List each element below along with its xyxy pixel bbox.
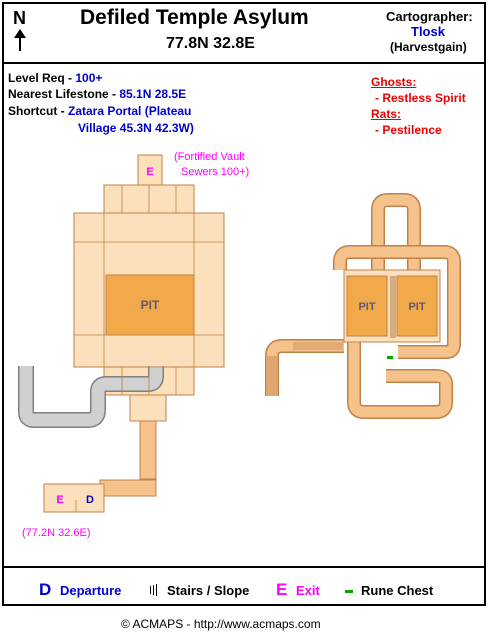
- compass-letter: N: [13, 8, 26, 28]
- rats-item: - Pestilence: [375, 123, 442, 137]
- west-corridor: [265, 339, 344, 396]
- entry-corridor: [99, 479, 157, 497]
- dungeon-map: PIT PIT PIT E E D: [18, 154, 461, 513]
- exit-note-line1: (Fortified Vault: [174, 151, 245, 163]
- level-req-value: 100+: [75, 71, 103, 85]
- rune-chest-icon: [387, 356, 393, 359]
- legend-stairs-icon: [150, 584, 157, 596]
- exit-marker: E: [146, 166, 153, 178]
- shortcut-value-2: Village 45.3N 42.3W): [78, 121, 194, 135]
- legend-stairs-label: Stairs / Slope: [167, 583, 250, 598]
- legend-chest-label: Rune Chest: [361, 583, 434, 598]
- rats-label: Rats:: [371, 107, 402, 121]
- level-req: Level Req - 100+: [8, 71, 103, 85]
- entrance-coords: (77.2N 32.6E): [22, 527, 91, 539]
- exit-room: [137, 154, 163, 186]
- map-coords: 77.8N 32.8E: [166, 35, 255, 52]
- ghosts-label: Ghosts:: [371, 75, 417, 89]
- footer-credit: © ACMAPS - http://www.acmaps.com: [121, 617, 321, 631]
- south-stem: [129, 394, 167, 422]
- header-divider: [2, 62, 486, 64]
- stairs-icon: [390, 276, 396, 338]
- cartographer-label: Cartographer:: [386, 9, 473, 24]
- north-arrow-icon: [14, 29, 26, 51]
- legend-exit-label: Exit: [296, 583, 320, 598]
- pit-right-b: [396, 275, 438, 337]
- legend-exit-icon: E: [276, 580, 288, 599]
- shortcut-value-1: Zatara Portal (Plateau: [68, 104, 192, 118]
- south-corridor: [139, 420, 157, 480]
- map-title: Defiled Temple Asylum: [80, 6, 309, 29]
- pit-left: [105, 274, 195, 336]
- pit-label-left: PIT: [141, 298, 160, 312]
- legend-divider: [2, 566, 486, 568]
- legend-departure-icon: D: [39, 580, 52, 599]
- lifestone-value: 85.1N 28.5E: [119, 87, 187, 101]
- cartographer-server: (Harvestgain): [390, 40, 467, 54]
- pit-label-right-b: PIT: [408, 301, 425, 313]
- entry-room: [43, 483, 105, 513]
- exit-note-line2: Sewers 100+): [181, 166, 250, 178]
- map-frame: [2, 2, 486, 606]
- departure-marker: D: [86, 494, 94, 506]
- shortcut: Shortcut - Zatara Portal (Plateau: [8, 104, 192, 118]
- pit-right-a: [346, 275, 388, 337]
- stairs-ramp-west: [267, 356, 277, 396]
- stairs-ramp-north: [293, 342, 343, 350]
- pit-label-right-a: PIT: [358, 301, 375, 313]
- ghosts-item: - Restless Spirit: [375, 91, 466, 105]
- cartographer-name: Tlosk: [411, 24, 445, 39]
- legend-chest-icon: [345, 590, 353, 593]
- legend-departure-label: Departure: [60, 583, 122, 598]
- nearest-lifestone: Nearest Lifestone - 85.1N 28.5E: [8, 87, 187, 101]
- entry-exit-marker: E: [56, 494, 63, 506]
